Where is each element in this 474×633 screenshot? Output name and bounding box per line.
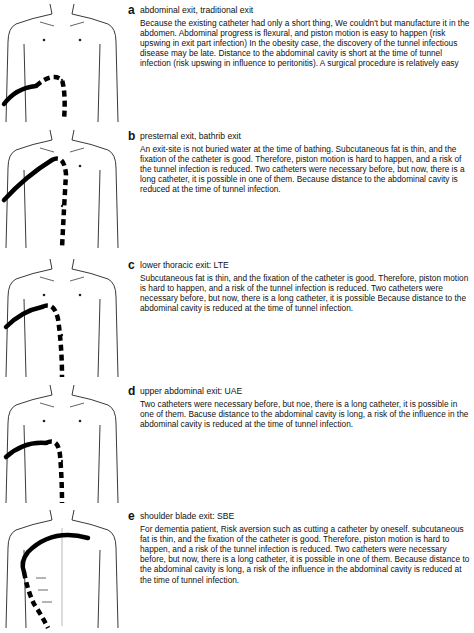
panel-letter: e bbox=[128, 509, 140, 523]
panel-letter-box: e bbox=[128, 509, 140, 523]
figure-e bbox=[6, 510, 118, 628]
panel-text: Subcutaneous fat is thin, and the fixati… bbox=[140, 273, 470, 313]
panel-letter: c bbox=[128, 258, 140, 272]
panel-title: presternal exit, bathrib exit bbox=[140, 131, 470, 141]
panel-letter-box: b bbox=[128, 129, 140, 143]
panel-text: For dementia patient, Risk aversion such… bbox=[140, 524, 470, 585]
panel-title: abdominal exit, traditional exit bbox=[140, 5, 470, 15]
panel-text-box: Because the existing catheter had only a… bbox=[140, 18, 470, 69]
figure-c bbox=[6, 259, 118, 377]
figure-d bbox=[6, 385, 118, 503]
panel-text: An exit-site is not buried water at the … bbox=[140, 144, 470, 195]
panel-text: Because the existing catheter had only a… bbox=[140, 18, 470, 69]
panel-letter: d bbox=[128, 384, 140, 398]
panel-text: Two catheters were necessary before, but… bbox=[140, 399, 470, 429]
panel-text-box: For dementia patient, Risk aversion such… bbox=[140, 524, 470, 585]
panel-title: lower thoracic exit: LTE bbox=[140, 260, 470, 270]
panel-letter: a bbox=[128, 3, 140, 17]
panel-text-box: Subcutaneous fat is thin, and the fixati… bbox=[140, 273, 470, 313]
figure-a bbox=[4, 4, 118, 122]
panel-title: upper abdominal exit: UAE bbox=[140, 386, 470, 396]
panel-text-box: Two catheters were necessary before, but… bbox=[140, 399, 470, 429]
panel-title-box: upper abdominal exit: UAE bbox=[140, 386, 470, 396]
panel-title-box: presternal exit, bathrib exit bbox=[140, 131, 470, 141]
panel-title: shoulder blade exit: SBE bbox=[140, 511, 470, 521]
panel-title-box: lower thoracic exit: LTE bbox=[140, 260, 470, 270]
figure-b bbox=[4, 130, 118, 248]
panel-title-box: abdominal exit, traditional exit bbox=[140, 5, 470, 15]
panel-letter-box: a bbox=[128, 3, 140, 17]
panel-letter-box: d bbox=[128, 384, 140, 398]
panel-letter-box: c bbox=[128, 258, 140, 272]
panel-title-box: shoulder blade exit: SBE bbox=[140, 511, 470, 521]
panel-text-box: An exit-site is not buried water at the … bbox=[140, 144, 470, 195]
panel-letter: b bbox=[128, 129, 140, 143]
